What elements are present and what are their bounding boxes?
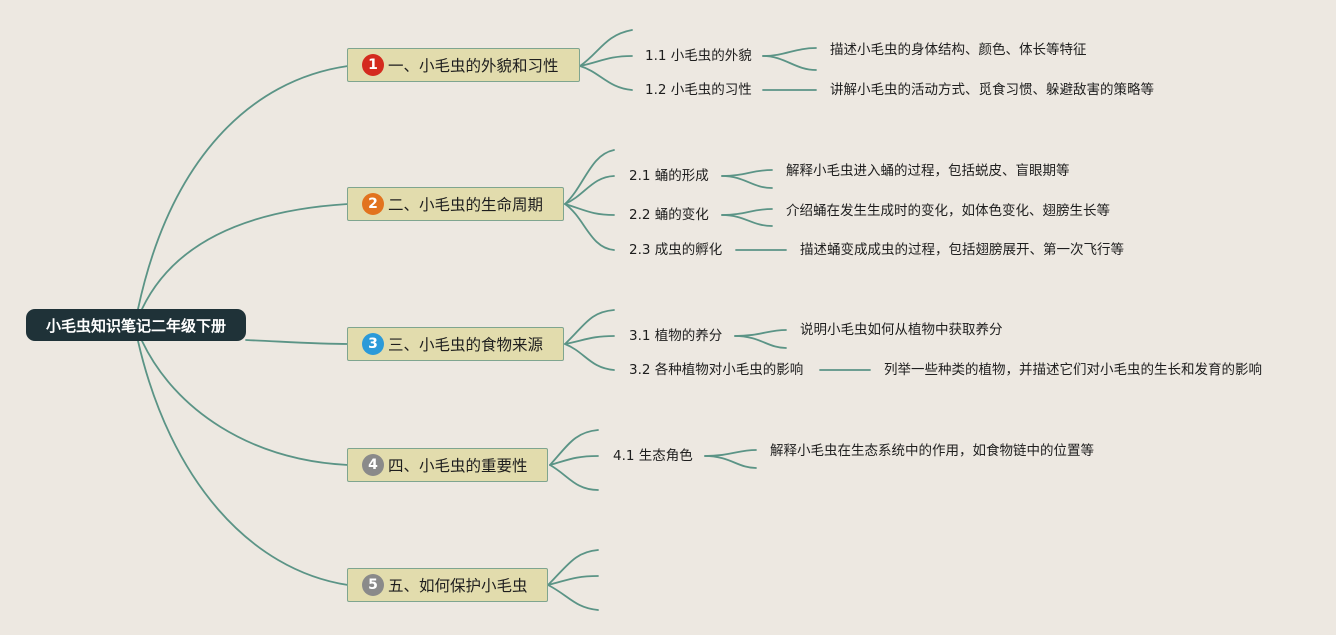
branch-node-3[interactable]: 3 三、小毛虫的食物来源 [347, 327, 564, 361]
connector-root-branch-1 [137, 65, 349, 310]
branch-label: 五、如何保护小毛虫 [388, 577, 528, 595]
note-2-3[interactable]: 描述蛹变成成虫的过程，包括翅膀展开、第一次飞行等 [800, 242, 1124, 258]
connector-b2-2-note-b [721, 214, 773, 227]
note-3-1[interactable]: 说明小毛虫如何从植物中获取养分 [800, 322, 1003, 338]
connector-root-branch-3 [245, 339, 349, 345]
branch-node-5[interactable]: 5 五、如何保护小毛虫 [347, 568, 548, 602]
connector-b4-top [549, 429, 599, 466]
connector-root-branch-5 [137, 340, 349, 586]
connector-b1-1-note-a [762, 47, 817, 57]
connector-b4-bottom [549, 464, 599, 491]
connector-b3-top [564, 309, 615, 345]
topic-2-1[interactable]: 2.1 蛹的形成 [629, 168, 709, 184]
connector-b1-1-note-b [762, 55, 817, 71]
root-node[interactable]: 小毛虫知识笔记二年级下册 [26, 309, 246, 341]
connector-root-branch-2 [141, 203, 349, 310]
connector-b1-top [579, 29, 633, 67]
note-3-2[interactable]: 列举一些种类的植物，并描述它们对小毛虫的生长和发育的影响 [884, 362, 1262, 378]
number-4-icon: 4 [362, 454, 384, 476]
branch-label: 一、小毛虫的外貌和习性 [388, 57, 559, 75]
note-2-2[interactable]: 介绍蛹在发生生成时的变化，如体色变化、翅膀生长等 [786, 203, 1110, 219]
connector-b4-1-note-a [704, 449, 757, 457]
connector-b1-1 [579, 55, 633, 67]
number-2-icon: 2 [362, 193, 384, 215]
branch-label: 三、小毛虫的食物来源 [388, 336, 544, 354]
connector-b5-top [547, 549, 599, 586]
connector-b2-1-note-a [721, 169, 773, 177]
connector-b3-1-note-a [734, 329, 787, 337]
topic-3-2[interactable]: 3.2 各种植物对小毛虫的影响 [629, 362, 804, 378]
connector-b5-mid [547, 575, 599, 586]
connector-b1-2 [579, 65, 633, 91]
number-5-icon: 5 [362, 574, 384, 596]
connector-b2-3 [564, 203, 615, 251]
note-1-2[interactable]: 讲解小毛虫的活动方式、觅食习惯、躲避敌害的策略等 [830, 82, 1154, 98]
connector-b3-1-note-b [734, 335, 787, 349]
branch-node-1[interactable]: 1 一、小毛虫的外貌和习性 [347, 48, 580, 82]
connector-b2-1 [564, 175, 615, 205]
topic-2-2[interactable]: 2.2 蛹的变化 [629, 207, 709, 223]
connector-b3-2 [564, 343, 615, 371]
branch-node-2[interactable]: 2 二、小毛虫的生命周期 [347, 187, 564, 221]
topic-1-1[interactable]: 1.1 小毛虫的外貌 [645, 48, 752, 64]
note-2-1[interactable]: 解释小毛虫进入蛹的过程，包括蜕皮、盲眼期等 [786, 163, 1070, 179]
topic-2-3[interactable]: 2.3 成虫的孵化 [629, 242, 723, 258]
number-1-icon: 1 [362, 54, 384, 76]
topic-4-1[interactable]: 4.1 生态角色 [613, 448, 693, 464]
branch-node-4[interactable]: 4 四、小毛虫的重要性 [347, 448, 548, 482]
connector-b2-top [564, 149, 615, 205]
connector-root-branch-4 [141, 340, 349, 466]
connector-b4-1-note-b [704, 455, 757, 469]
note-4-1[interactable]: 解释小毛虫在生态系统中的作用，如食物链中的位置等 [770, 443, 1094, 459]
root-label: 小毛虫知识笔记二年级下册 [45, 316, 226, 335]
topic-1-2[interactable]: 1.2 小毛虫的习性 [645, 82, 752, 98]
connector-b4-1 [549, 455, 599, 466]
topic-3-1[interactable]: 3.1 植物的养分 [629, 328, 723, 344]
branch-label: 二、小毛虫的生命周期 [388, 196, 544, 214]
branch-label: 四、小毛虫的重要性 [388, 457, 528, 475]
number-3-icon: 3 [362, 333, 384, 355]
note-1-1[interactable]: 描述小毛虫的身体结构、颜色、体长等特征 [830, 42, 1087, 58]
connector-b2-2 [564, 203, 615, 216]
connector-b2-1-note-b [721, 175, 773, 189]
connector-b3-1 [564, 335, 615, 345]
connector-b5-bottom [547, 584, 599, 611]
connector-b2-2-note-a [721, 208, 773, 216]
